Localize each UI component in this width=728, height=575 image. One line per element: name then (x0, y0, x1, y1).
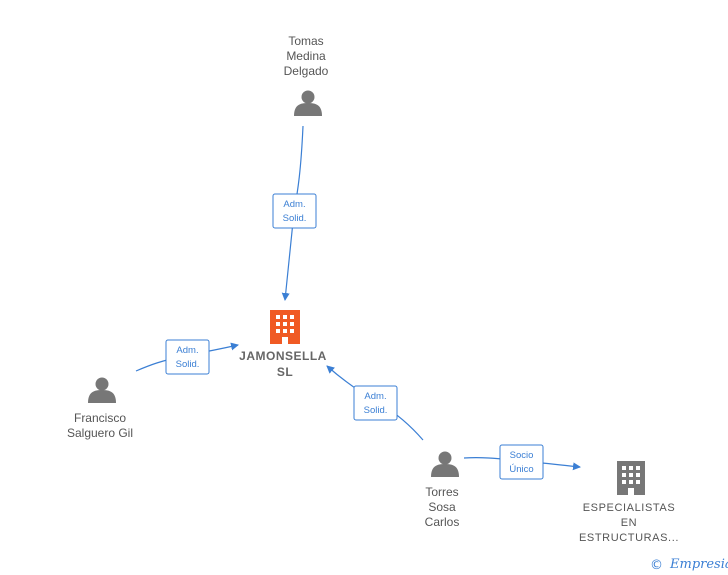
empresia-logo-text: Empresia (669, 557, 728, 572)
node-label-line-3: ESTRUCTURAS... (579, 532, 679, 544)
node-label-line-3: Carlos (425, 515, 460, 529)
node-jamonsella-sl[interactable]: JAMONSELLA SL (239, 310, 327, 379)
node-francisco-salguero-gil[interactable]: Francisco Salguero Gil (67, 377, 133, 441)
edge-label-line-2: Único (509, 464, 533, 475)
node-label-line-2: Medina (286, 49, 326, 63)
edge-label-box[interactable]: Adm. Solid. (272, 193, 317, 229)
node-label-line-1: JAMONSELLA (239, 349, 327, 363)
building-icon (617, 461, 645, 495)
node-label-line-3: Delgado (284, 64, 329, 78)
edge-label-line-1: Adm. (176, 345, 198, 356)
node-torres-sosa-carlos[interactable]: Torres Sosa Carlos (425, 451, 460, 530)
edge-label-line-1: Adm. (283, 199, 305, 210)
edge-label-line-2: Solid. (283, 213, 307, 224)
copyright-symbol: © (650, 558, 663, 573)
edge-label-line-1: Adm. (364, 391, 386, 402)
edge-francisco-jamonsella: Adm. Solid. (135, 339, 239, 375)
edge-torres-jamonsella: Adm. Solid. (326, 365, 424, 441)
node-label-line-2: EN (621, 517, 637, 529)
edge-label-box[interactable]: Socio Único (499, 444, 544, 480)
node-label-line-1: ESPECIALISTAS (583, 502, 676, 514)
node-label-line-1: Francisco (74, 411, 126, 425)
edge-label-line-2: Solid. (364, 405, 388, 416)
edge-label-box[interactable]: Adm. Solid. (353, 385, 398, 421)
empresia-watermark: © Empresia (650, 557, 728, 573)
building-icon (270, 310, 300, 344)
node-label-line-1: Torres (425, 485, 458, 499)
person-icon (431, 451, 459, 477)
edge-label-line-2: Solid. (176, 359, 200, 370)
person-icon (88, 377, 116, 403)
edge-label-line-1: Socio (510, 450, 534, 461)
node-label-line-2: SL (277, 365, 293, 379)
node-label-line-2: Salguero Gil (67, 426, 133, 440)
node-label-line-2: Sosa (428, 500, 456, 514)
person-icon (294, 90, 322, 116)
edge-torres-especialistas: Socio Único (463, 444, 581, 480)
edge-tomas-jamonsella: Adm. Solid. (272, 125, 317, 301)
node-label-line-1: Tomas (288, 34, 323, 48)
node-especialistas-en-estructuras[interactable]: ESPECIALISTAS EN ESTRUCTURAS... (579, 461, 679, 544)
edge-label-box[interactable]: Adm. Solid. (165, 339, 210, 375)
node-tomas-medina-delgado[interactable]: Tomas Medina Delgado (284, 34, 329, 116)
